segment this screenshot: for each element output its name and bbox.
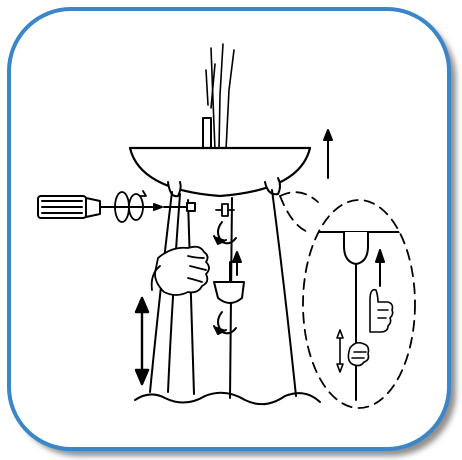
hand-icon <box>348 343 368 366</box>
card-frame <box>9 9 449 449</box>
callout-mount-cup <box>344 232 368 264</box>
screw-head <box>187 203 195 211</box>
downrod <box>203 118 211 148</box>
